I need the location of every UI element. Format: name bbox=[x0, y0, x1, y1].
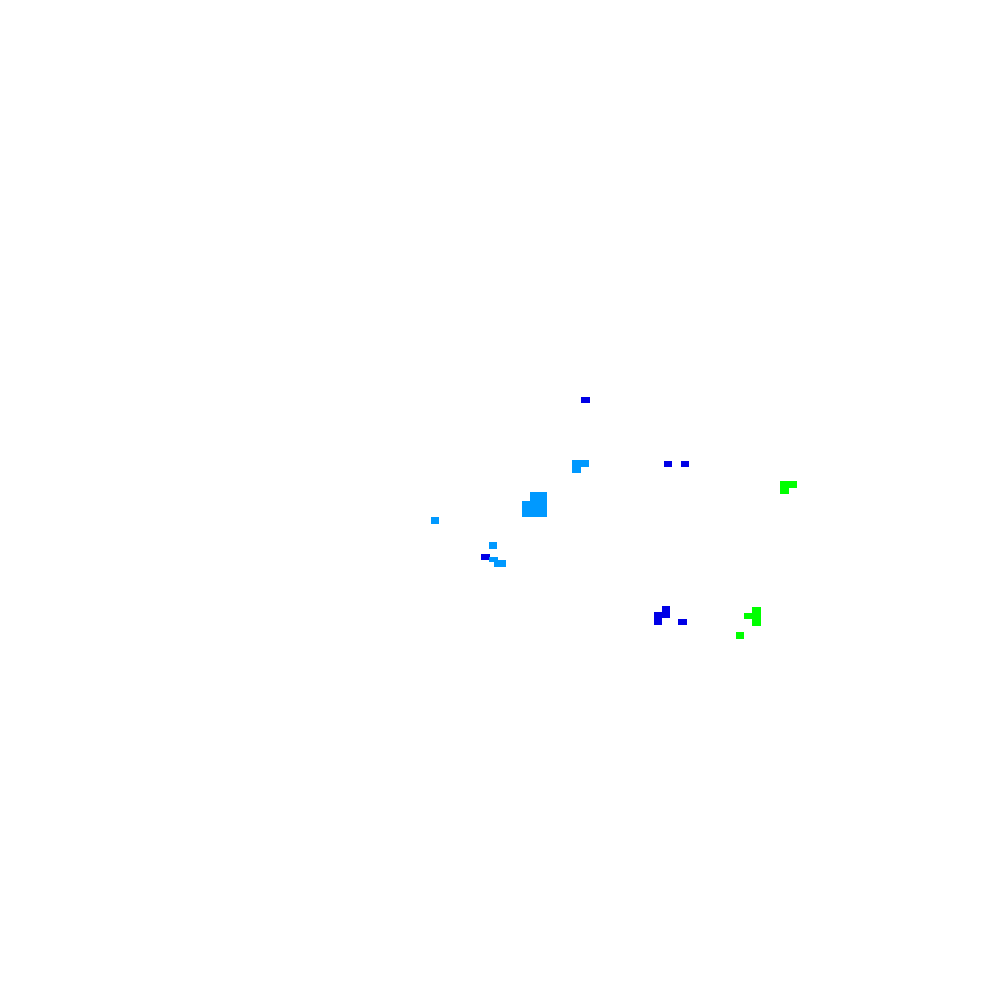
sky-mark-5 bbox=[489, 557, 506, 567]
blue-mark-5-cell bbox=[654, 618, 662, 625]
sky-mark-5-cell bbox=[489, 557, 498, 562]
blue-mark-2-cell bbox=[664, 461, 672, 467]
green-mark-3-cell bbox=[736, 632, 744, 639]
sky-mark-5-cell bbox=[494, 560, 506, 567]
sky-mark-3 bbox=[431, 517, 439, 524]
green-mark-2-cell bbox=[752, 619, 761, 626]
blue-mark-4 bbox=[481, 554, 490, 560]
blue-mark-1 bbox=[581, 397, 590, 403]
sky-mark-1 bbox=[572, 460, 589, 473]
blue-mark-3-cell bbox=[681, 461, 689, 467]
green-mark-1-cell bbox=[780, 488, 789, 494]
sky-mark-4 bbox=[489, 542, 497, 549]
blue-mark-6 bbox=[678, 619, 687, 625]
sky-mark-2-cell bbox=[530, 492, 547, 501]
sky-mark-1-cell bbox=[572, 467, 581, 473]
green-mark-3 bbox=[736, 632, 744, 639]
sky-mark-2-cell bbox=[522, 501, 547, 517]
blue-mark-5-cell bbox=[654, 612, 670, 618]
green-mark-2-cell bbox=[752, 607, 761, 614]
blue-mark-4-cell bbox=[481, 554, 490, 560]
sky-mark-3-cell bbox=[431, 517, 439, 524]
blue-mark-1-cell bbox=[581, 397, 590, 403]
sky-mark-4-cell bbox=[489, 542, 497, 549]
blue-mark-5-cell bbox=[662, 606, 670, 615]
green-mark-2-cell bbox=[744, 613, 761, 619]
blue-mark-6-cell bbox=[678, 619, 687, 625]
blue-mark-3 bbox=[681, 461, 689, 467]
sky-mark-2 bbox=[522, 492, 547, 517]
green-mark-1-cell bbox=[780, 481, 797, 488]
blue-mark-5 bbox=[654, 606, 670, 625]
blue-mark-2 bbox=[664, 461, 672, 467]
sky-mark-1-cell bbox=[572, 460, 589, 467]
green-mark-1 bbox=[780, 481, 797, 494]
green-mark-2 bbox=[744, 607, 761, 626]
